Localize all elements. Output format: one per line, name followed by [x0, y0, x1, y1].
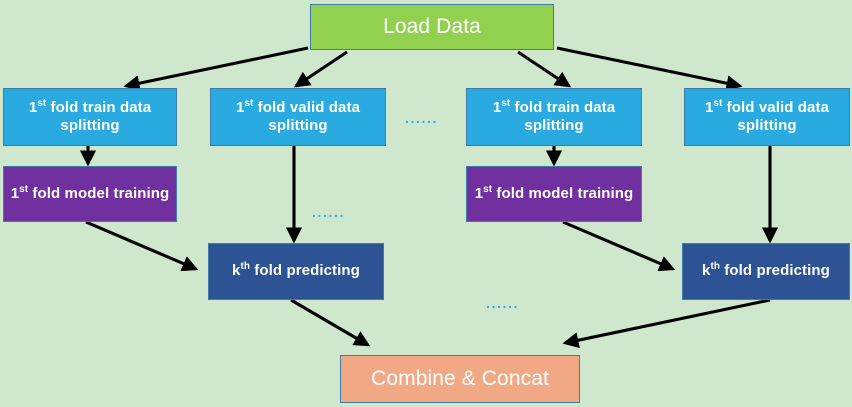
arrow-load-to-split-valid-k: [556, 46, 743, 92]
ellipsis-middle-left: ......: [312, 204, 345, 220]
node-model-training-fold-1-label: 1st fold model training: [10, 183, 170, 202]
node-load-data-label: Load Data: [383, 15, 481, 39]
node-split-train-fold-1-label: 1st fold train data splitting: [28, 97, 152, 134]
node-predicting-fold-1[interactable]: kth fold predicting: [208, 243, 384, 300]
arrow-load-to-split-valid-1: [293, 50, 348, 88]
node-split-train-fold-k-label: 1st fold train data splitting: [492, 97, 616, 134]
node-model-training-fold-k[interactable]: 1st fold model training: [466, 166, 642, 222]
node-model-training-fold-k-label: 1st fold model training: [474, 183, 634, 202]
ellipsis-between-splits: ......: [405, 110, 438, 126]
node-predicting-fold-k-label: kth fold predicting: [702, 261, 830, 280]
node-predicting-fold-k[interactable]: kth fold predicting: [682, 243, 850, 300]
ellipsis-lower-center: ......: [486, 295, 519, 311]
node-split-valid-fold-k[interactable]: 1st fold valid data splitting: [684, 88, 850, 146]
node-split-valid-fold-k-label: 1st fold valid data splitting: [704, 97, 830, 134]
node-combine-concat-label: Combine & Concat: [371, 367, 549, 391]
node-combine-concat[interactable]: Combine & Concat: [340, 355, 580, 403]
arrow-train-k-to-predict-k: [562, 220, 676, 272]
arrow-predict-1-to-combine: [290, 298, 371, 347]
node-predicting-fold-1-label: kth fold predicting: [232, 261, 360, 280]
arrow-train-1-to-predict-1: [85, 220, 199, 272]
arrow-load-to-split-train-k: [517, 50, 572, 88]
arrow-predict-k-to-combine: [562, 298, 771, 349]
node-split-train-fold-1[interactable]: 1st fold train data splitting: [3, 88, 177, 146]
arrow-load-to-split-train-1: [123, 46, 309, 92]
node-split-valid-fold-1-label: 1st fold valid data splitting: [235, 97, 361, 134]
node-load-data[interactable]: Load Data: [310, 4, 554, 50]
node-split-valid-fold-1[interactable]: 1st fold valid data splitting: [210, 88, 386, 146]
node-split-train-fold-k[interactable]: 1st fold train data splitting: [466, 88, 642, 146]
node-model-training-fold-1[interactable]: 1st fold model training: [3, 166, 177, 222]
